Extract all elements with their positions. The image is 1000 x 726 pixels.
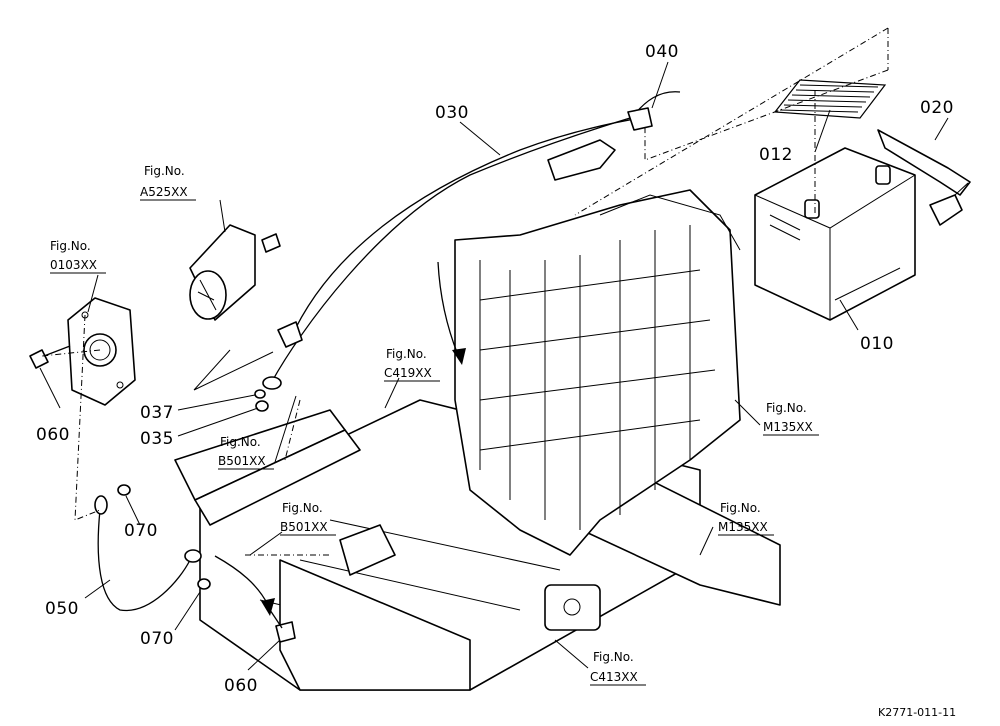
callout-012: 012 — [759, 145, 793, 165]
fig-ref-a525: Fig.No. A525XX — [140, 164, 196, 201]
svg-text:Fig.No.: Fig.No. — [282, 501, 323, 515]
callout-060-left: 060 — [36, 425, 70, 445]
nut-070-lower — [197, 578, 211, 590]
svg-text:Fig.No.: Fig.No. — [766, 401, 807, 415]
callout-035: 035 — [140, 429, 174, 449]
battery — [754, 147, 916, 321]
svg-text:C413XX: C413XX — [590, 670, 638, 684]
nut-035 — [255, 400, 269, 412]
svg-text:M135XX: M135XX — [763, 420, 813, 434]
battery-cable — [262, 114, 641, 390]
bolt-060-bottom — [269, 609, 296, 643]
svg-text:0103XX: 0103XX — [50, 258, 97, 272]
drawing-id: K2771-011-11 — [878, 706, 956, 719]
flange-plate — [67, 297, 136, 406]
fig-ref-0103: Fig.No. 0103XX — [50, 239, 106, 274]
fig-ref-m135-lower: Fig.No. M135XX — [718, 501, 774, 536]
callout-010: 010 — [860, 334, 894, 354]
callout-037: 037 — [140, 403, 174, 423]
mount-bracket-casting — [454, 189, 741, 556]
svg-text:A525XX: A525XX — [140, 185, 188, 199]
callout-070-lower: 070 — [140, 629, 174, 649]
svg-text:C419XX: C419XX — [384, 366, 432, 380]
washer-037 — [254, 389, 266, 399]
nut-070-upper — [117, 484, 131, 496]
reference-lines — [41, 27, 889, 556]
callout-040: 040 — [645, 42, 679, 62]
fig-ref-b501-lower: Fig.No. B501XX — [280, 501, 336, 536]
svg-text:Fig.No.: Fig.No. — [720, 501, 761, 515]
fig-ref-b501-upper: Fig.No. B501XX — [218, 435, 274, 470]
assembly-arrow-lower — [214, 555, 275, 616]
battery-cover — [773, 79, 887, 119]
fig-ref-m135-upper: Fig.No. M135XX — [763, 401, 819, 436]
svg-text:B501XX: B501XX — [280, 520, 328, 534]
svg-text:Fig.No.: Fig.No. — [50, 239, 91, 253]
callout-070-upper: 070 — [124, 521, 158, 541]
svg-text:M135XX: M135XX — [718, 520, 768, 534]
callout-060-bottom: 060 — [224, 676, 258, 696]
svg-text:Fig.No.: Fig.No. — [220, 435, 261, 449]
callout-050: 050 — [45, 599, 79, 619]
leader-lines — [39, 61, 949, 671]
svg-text:Fig.No.: Fig.No. — [144, 164, 185, 178]
svg-text:B501XX: B501XX — [218, 454, 266, 468]
ground-cable-050 — [94, 495, 202, 612]
svg-text:Fig.No.: Fig.No. — [386, 347, 427, 361]
starter-motor — [189, 224, 281, 321]
bolt-060-left — [29, 345, 71, 369]
svg-text:Fig.No.: Fig.No. — [593, 650, 634, 664]
fig-ref-c419: Fig.No. C419XX — [384, 347, 440, 382]
ground-cable-040 — [627, 91, 681, 131]
battery-holder — [877, 129, 971, 226]
fig-ref-c413: Fig.No. C413XX — [590, 650, 646, 686]
assembly-arrow-upper — [437, 261, 466, 365]
callout-020: 020 — [920, 98, 954, 118]
callout-030: 030 — [435, 103, 469, 123]
